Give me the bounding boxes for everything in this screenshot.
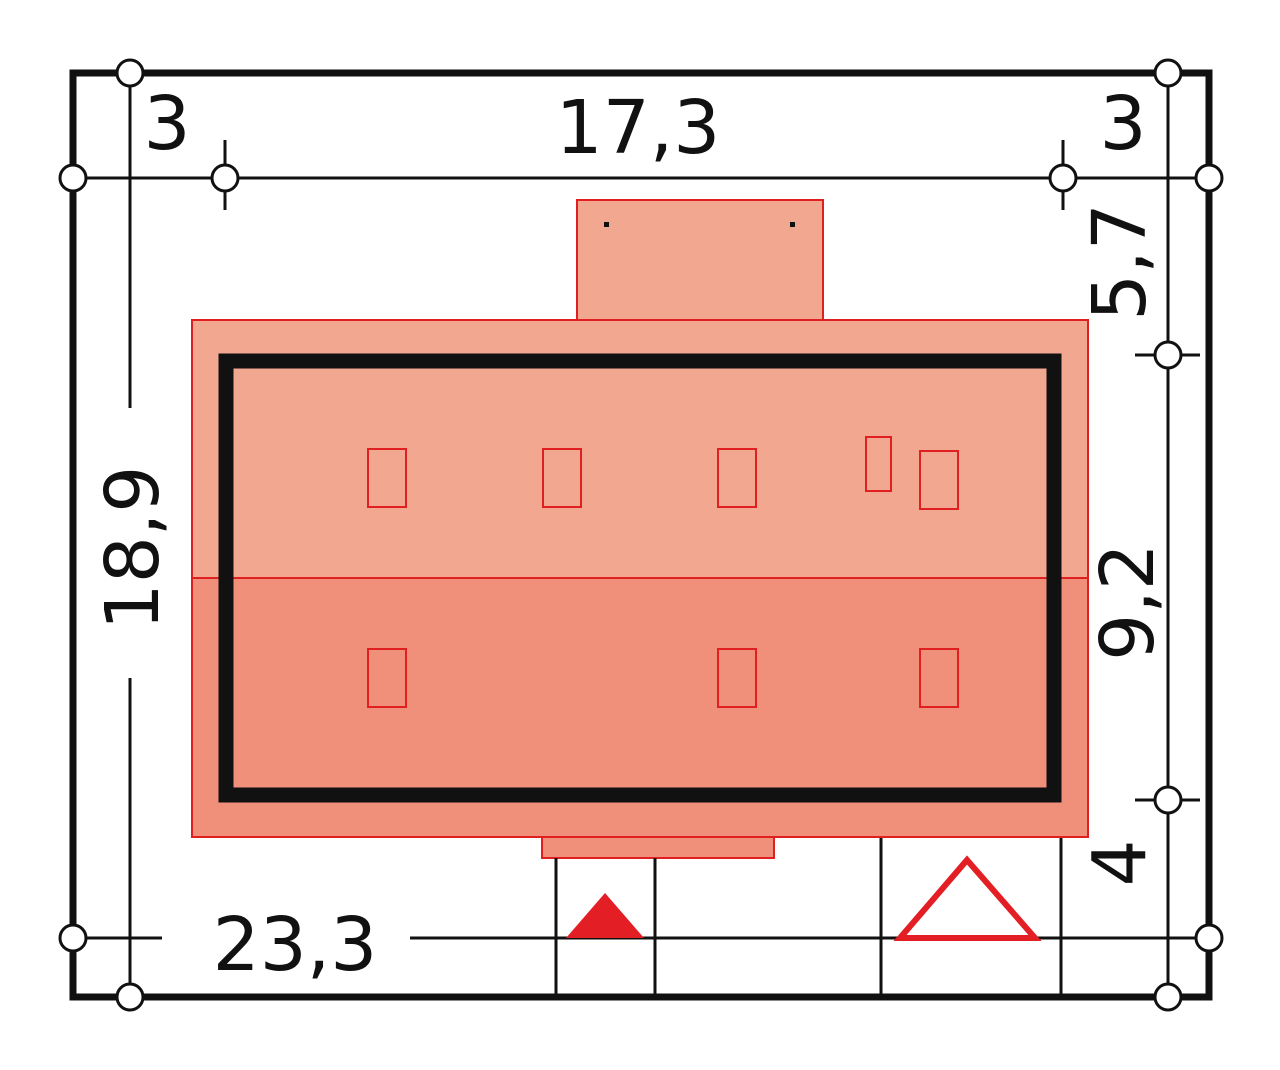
top-right-setback-label: 3 <box>1099 81 1146 167</box>
dimension-node <box>210 163 240 193</box>
roof-window <box>542 448 582 508</box>
roof-window-small <box>865 436 892 492</box>
dimension-node <box>115 982 145 1012</box>
dimension-node <box>1048 163 1078 193</box>
dormer-dot-right <box>790 222 795 227</box>
plot-width-label: 23,3 <box>213 902 378 988</box>
dimension-node <box>1153 982 1183 1012</box>
roof-window <box>919 450 959 510</box>
dimension-node <box>58 923 88 953</box>
dimension-node <box>115 58 145 88</box>
top-depth-label: 5,7 <box>1077 203 1163 321</box>
roof-window <box>717 648 757 708</box>
roof-window <box>367 648 407 708</box>
bottom-depth-label: 4 <box>1077 839 1163 886</box>
dimension-node <box>1194 923 1224 953</box>
dormer-dot-left <box>604 222 609 227</box>
plot-boundary <box>69 69 1213 1001</box>
roof-window <box>367 448 407 508</box>
plot-depth-label: 18,9 <box>90 466 176 631</box>
outline-triangle-icon <box>893 855 1042 941</box>
top-left-setback-label: 3 <box>143 81 190 167</box>
building-outline <box>218 353 1062 803</box>
roof-window <box>717 448 757 508</box>
dimension-node <box>1153 58 1183 88</box>
dimension-node <box>1153 340 1183 370</box>
roof-window <box>919 648 959 708</box>
dimension-node <box>58 163 88 193</box>
dimension-node <box>1153 785 1183 815</box>
building-width-label: 17,3 <box>556 85 721 171</box>
dimension-node <box>1194 163 1224 193</box>
filled-triangle-icon <box>566 893 644 938</box>
building-depth-label: 9,2 <box>1085 543 1171 661</box>
